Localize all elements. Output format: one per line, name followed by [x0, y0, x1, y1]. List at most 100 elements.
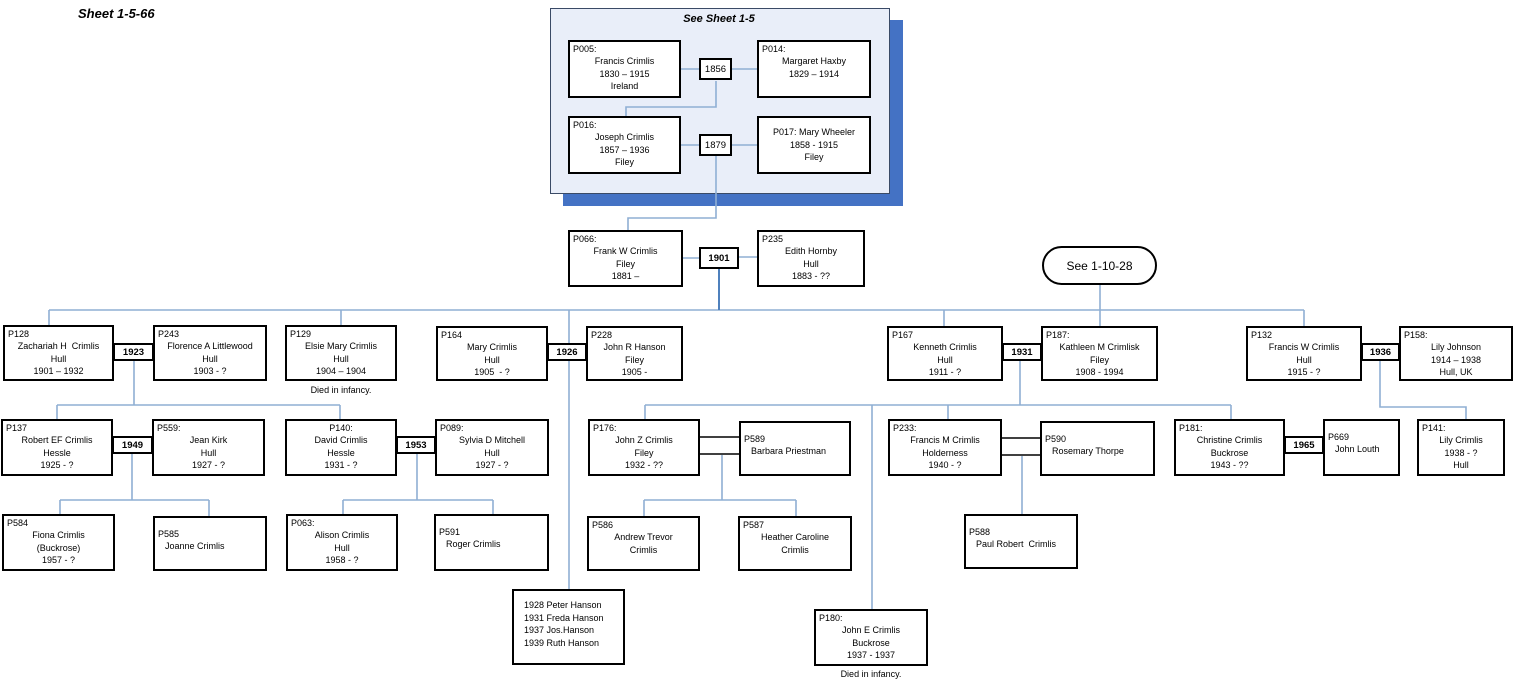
person-box-p235: P235 Edith Hornby Hull 1883 - ?? [757, 230, 865, 287]
person-box-p005: P005: Francis Crimlis 1830 – 1915 Irelan… [568, 40, 681, 98]
person-details: John Louth [1335, 444, 1380, 454]
marriage-year: 1936 [1369, 346, 1392, 358]
marriage-year: 1901 [708, 252, 730, 264]
person-id: P243 [158, 329, 180, 339]
marriage-year-box-1923: 1923 [113, 343, 154, 361]
person-details: Zachariah H Crimlis Hull 1901 – 1932 [17, 341, 100, 376]
person-details: Mary Crimlis Hull 1905 - ? [467, 342, 517, 377]
marriage-year-box-1949: 1949 [112, 436, 153, 454]
note-died-in-infancy: Died in infancy. [310, 385, 372, 395]
marriage-year: 1949 [121, 439, 144, 451]
note-died-in-infancy: Died in infancy. [840, 669, 902, 679]
marriage-year-box-1931: 1931 [1002, 343, 1042, 361]
person-box-p129: P129 Elsie Mary Crimlis Hull 1904 – 1904 [285, 325, 397, 381]
marriage-year-box-1965: 1965 [1284, 436, 1324, 454]
person-details: Joseph Crimlis 1857 – 1936 Filey [594, 132, 654, 167]
marriage-year: 1923 [122, 346, 145, 358]
person-box-p128: P128 Zachariah H Crimlis Hull 1901 – 193… [3, 325, 114, 381]
see-sheet-panel-title[interactable]: See Sheet 1-5 [683, 13, 755, 25]
person-id: P584 [7, 518, 29, 528]
person-box-p132: P132 Francis W Crimlis Hull 1915 - ? [1246, 326, 1362, 381]
hanson-children-list-box: 1928 Peter Hanson 1931 Freda Hanson 1937… [512, 589, 625, 665]
person-details: Fiona Crimlis (Buckrose) 1957 - ? [32, 530, 85, 565]
person-id: P129 [290, 329, 312, 339]
person-details: Joanne Crimlis [165, 541, 225, 551]
person-box-p181: P181: Christine Crimlis Buckrose 1943 - … [1174, 419, 1285, 476]
person-id: P140: [329, 423, 353, 433]
marriage-year: 1856 [704, 63, 727, 75]
person-details: P017: Mary Wheeler 1858 - 1915 Filey [772, 127, 856, 162]
person-id: P089: [440, 423, 464, 433]
person-details: Rosemary Thorpe [1052, 446, 1124, 456]
person-id: P559: [157, 423, 181, 433]
person-id: P066: [573, 234, 597, 244]
person-id: P589 [744, 434, 766, 444]
person-details: Christine Crimlis Buckrose 1943 - ?? [1196, 435, 1263, 470]
marriage-year-box-1953: 1953 [396, 436, 436, 454]
person-details: Margaret Haxby 1829 – 1914 [781, 56, 847, 79]
person-box-p585: P585 Joanne Crimlis [153, 516, 267, 571]
person-details: Robert EF Crimlis Hessle 1925 - ? [21, 435, 93, 470]
person-box-p063: P063: Alison Crimlis Hull 1958 - ? [286, 514, 398, 571]
person-box-p669: P669 John Louth [1323, 419, 1400, 476]
person-details: Paul Robert Crimlis [976, 539, 1057, 549]
person-id: P128 [8, 329, 30, 339]
cross-reference-oval[interactable]: See 1-10-28 [1042, 246, 1157, 285]
person-box-p587: P587 Heather Caroline Crimlis [738, 516, 852, 571]
person-details: Lily Crimlis 1938 - ? Hull [1439, 435, 1483, 470]
person-details: Jean Kirk Hull 1927 - ? [189, 435, 228, 470]
person-box-p180: P180: John E Crimlis Buckrose 1937 - 193… [814, 609, 928, 666]
person-id: P228 [591, 330, 613, 340]
person-box-p017: P017: Mary Wheeler 1858 - 1915 Filey [757, 116, 871, 174]
person-box-p158: P158: Lily Johnson 1914 – 1938 Hull, UK [1399, 326, 1513, 381]
marriage-year-box-1856: 1856 [699, 58, 732, 80]
person-id: P669 [1328, 432, 1350, 442]
person-box-p584: P584 Fiona Crimlis (Buckrose) 1957 - ? [2, 514, 115, 571]
marriage-year: 1965 [1293, 439, 1315, 451]
person-box-p164: P164 Mary Crimlis Hull 1905 - ? [436, 326, 548, 381]
person-box-p243: P243 Florence A Littlewood Hull 1903 - ? [153, 325, 267, 381]
person-id: P016: [573, 120, 597, 130]
marriage-year: 1879 [704, 139, 727, 151]
person-details: Alison Crimlis Hull 1958 - ? [314, 530, 370, 565]
person-details: Kathleen M Crimlisk Filey 1908 - 1994 [1059, 342, 1140, 377]
person-details: John R Hanson Filey 1905 - [603, 342, 666, 377]
person-box-p588: P588 Paul Robert Crimlis [964, 514, 1078, 569]
person-details: Andrew Trevor Crimlis [614, 532, 673, 555]
marriage-year-box-1879: 1879 [699, 134, 732, 156]
person-id: P187: [1046, 330, 1070, 340]
person-box-p228: P228 John R Hanson Filey 1905 - [586, 326, 683, 381]
person-id: P158: [1404, 330, 1428, 340]
person-details: Frank W Crimlis Filey 1881 – [593, 246, 658, 281]
person-box-p016: P016: Joseph Crimlis 1857 – 1936 Filey [568, 116, 681, 174]
person-details: Francis M Crimlis Holderness 1940 - ? [910, 435, 980, 470]
person-details: Francis W Crimlis Hull 1915 - ? [1268, 342, 1340, 377]
person-details: Edith Hornby Hull 1883 - ?? [784, 246, 838, 281]
person-id: P132 [1251, 330, 1273, 340]
person-box-p589: P589 Barbara Priestman [739, 421, 851, 476]
person-box-p233: P233: Francis M Crimlis Holderness 1940 … [888, 419, 1002, 476]
person-details: Florence A Littlewood Hull 1903 - ? [167, 341, 253, 376]
person-details: Francis Crimlis 1830 – 1915 Ireland [594, 56, 655, 91]
person-details: John E Crimlis Buckrose 1937 - 1937 [841, 625, 900, 660]
person-box-p140: P140: David Crimlis Hessle 1931 - ? [285, 419, 397, 476]
person-box-p586: P586 Andrew Trevor Crimlis [587, 516, 700, 571]
person-id: P590 [1045, 434, 1067, 444]
person-details: David Crimlis Hessle 1931 - ? [314, 435, 368, 470]
sheet-title: Sheet 1-5-66 [78, 6, 155, 21]
person-id: P235 [762, 234, 784, 244]
marriage-year: 1926 [556, 346, 578, 358]
marriage-year-box-1901: 1901 [699, 247, 739, 269]
person-box-p559: P559: Jean Kirk Hull 1927 - ? [152, 419, 265, 476]
person-details: Roger Crimlis [446, 539, 501, 549]
person-details: Kenneth Crimlis Hull 1911 - ? [913, 342, 977, 377]
person-details: Sylvia D Mitchell Hull 1927 - ? [458, 435, 525, 470]
person-id: P181: [1179, 423, 1203, 433]
person-box-p066: P066: Frank W Crimlis Filey 1881 – [568, 230, 683, 287]
person-id: P586 [592, 520, 614, 530]
person-id: P176: [593, 423, 617, 433]
person-box-p137: P137 Robert EF Crimlis Hessle 1925 - ? [1, 419, 113, 476]
marriage-year: 1931 [1011, 346, 1033, 358]
